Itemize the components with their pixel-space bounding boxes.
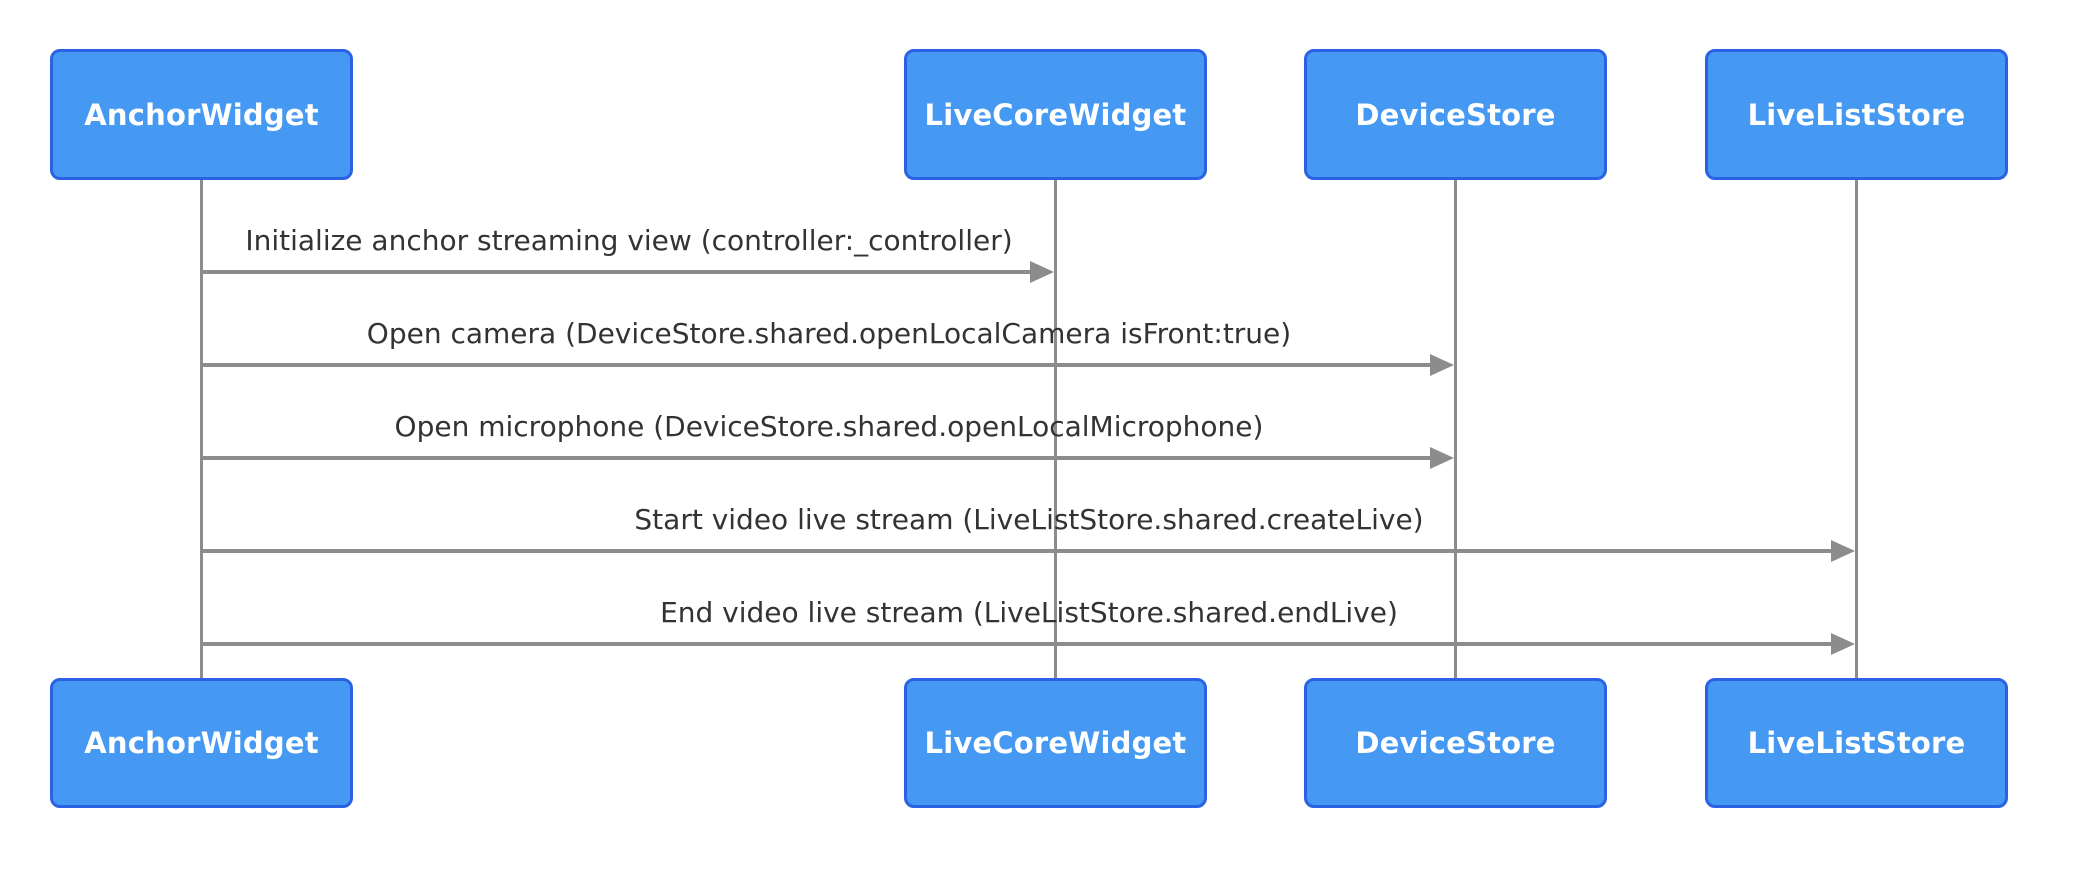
actor-box-anchorwidget-top: AnchorWidget xyxy=(50,49,353,180)
actor-label: AnchorWidget xyxy=(84,97,319,132)
lifeline-anchorwidget xyxy=(200,180,203,678)
arrow-head-icon xyxy=(1030,261,1054,283)
message-label: Open camera (DeviceStore.shared.openLoca… xyxy=(366,317,1292,350)
message-label: Initialize anchor streaming view (contro… xyxy=(245,224,1013,257)
message-arrow-line xyxy=(203,549,1833,553)
actor-label: LiveListStore xyxy=(1747,726,1966,760)
message-label: End video live stream (LiveListStore.sha… xyxy=(660,596,1398,629)
message-label: Open microphone (DeviceStore.shared.open… xyxy=(394,410,1264,443)
message-arrow-line xyxy=(203,270,1032,274)
actor-label: AnchorWidget xyxy=(84,726,319,760)
arrow-head-icon xyxy=(1831,540,1855,562)
actor-box-devicestore-top: DeviceStore xyxy=(1304,49,1607,180)
message-arrow-line xyxy=(203,363,1432,367)
actor-box-anchorwidget-bottom: AnchorWidget xyxy=(50,678,353,808)
actor-box-liveliststore-top: LiveListStore xyxy=(1705,49,2008,180)
lifeline-livecorewidget xyxy=(1054,180,1057,678)
lifeline-liveliststore xyxy=(1855,180,1858,678)
actor-box-livecorewidget-top: LiveCoreWidget xyxy=(904,49,1207,180)
actor-box-devicestore-bottom: DeviceStore xyxy=(1304,678,1607,808)
arrow-head-icon xyxy=(1831,633,1855,655)
message-label: Start video live stream (LiveListStore.s… xyxy=(634,503,1424,536)
actor-label: DeviceStore xyxy=(1355,726,1556,760)
actor-label: LiveCoreWidget xyxy=(924,726,1187,760)
actor-box-liveliststore-bottom: LiveListStore xyxy=(1705,678,2008,808)
arrow-head-icon xyxy=(1430,354,1454,376)
actor-box-livecorewidget-bottom: LiveCoreWidget xyxy=(904,678,1207,808)
message-arrow-line xyxy=(203,456,1432,460)
message-arrow-line xyxy=(203,642,1833,646)
actor-label: LiveListStore xyxy=(1747,97,1966,132)
lifeline-devicestore xyxy=(1454,180,1457,678)
actor-label: LiveCoreWidget xyxy=(924,97,1187,132)
arrow-head-icon xyxy=(1430,447,1454,469)
actor-label: DeviceStore xyxy=(1355,97,1556,132)
